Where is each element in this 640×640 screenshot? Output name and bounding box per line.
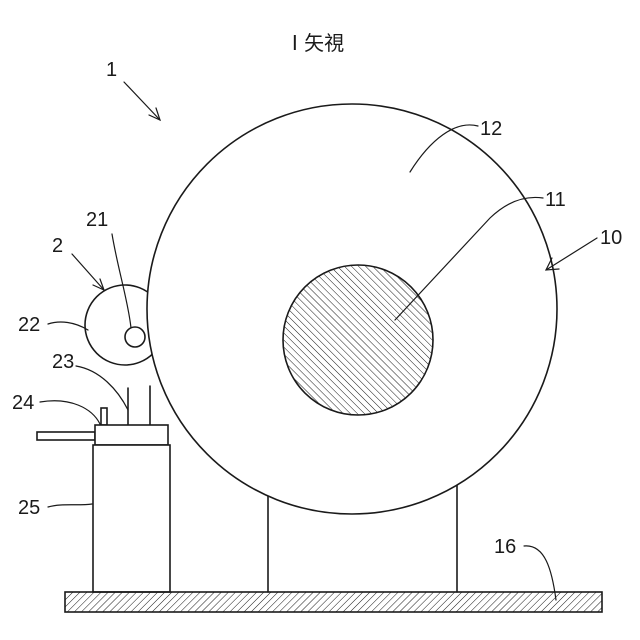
leader-23	[76, 366, 128, 410]
leader-24	[40, 401, 100, 424]
hatched-base	[65, 592, 602, 612]
arrow-10	[546, 238, 597, 270]
bolt	[101, 408, 107, 425]
small-shaft-circle	[125, 327, 145, 347]
ref-label-11: 11	[545, 189, 566, 211]
arrow-2	[72, 254, 104, 290]
ref-label-21: 21	[86, 209, 108, 231]
ref-label-2: 2	[52, 235, 63, 257]
ref-label-16: 16	[494, 536, 516, 558]
leader-25	[48, 504, 92, 507]
ref-label-24: 24	[12, 392, 34, 414]
hatched-core	[283, 265, 433, 415]
ref-label-23: 23	[52, 351, 74, 373]
arrow-1	[124, 82, 160, 120]
ref-label-10: 10	[600, 227, 622, 249]
side-bar	[37, 432, 95, 440]
support-post	[128, 386, 150, 425]
support-box	[93, 445, 170, 592]
ref-label-12: 12	[480, 118, 502, 140]
leader-22	[48, 322, 88, 330]
mount-plate	[95, 425, 168, 445]
ref-label-1: 1	[106, 59, 117, 81]
ref-label-22: 22	[18, 314, 40, 336]
view-title: I 矢視	[292, 31, 344, 55]
ref-label-25: 25	[18, 497, 40, 519]
